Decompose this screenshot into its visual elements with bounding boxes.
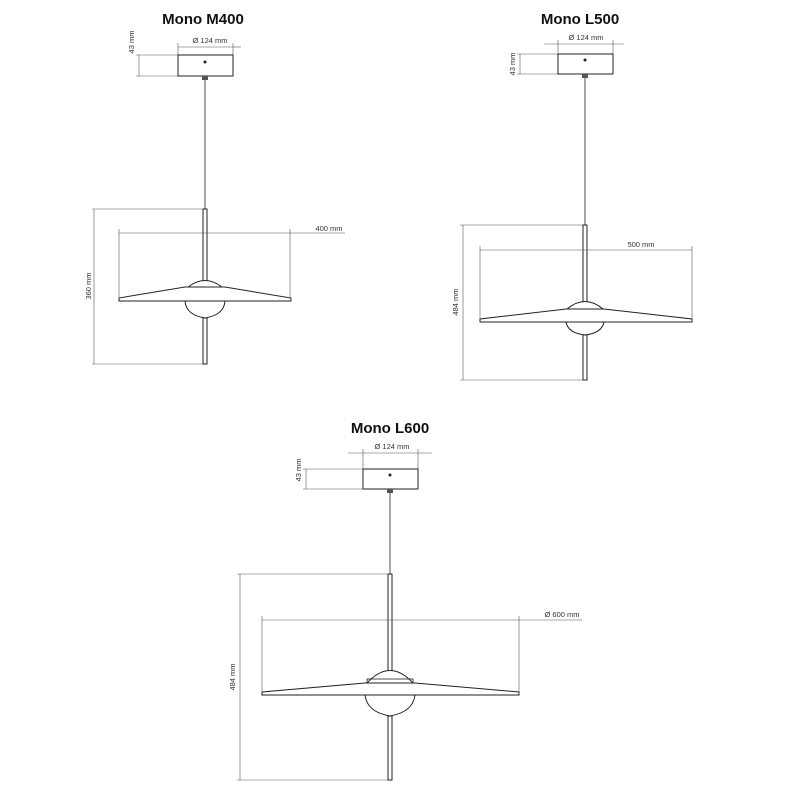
lower-rod	[387, 715, 393, 781]
canopy-diameter-label: Ø 124 mm	[192, 36, 227, 45]
shade-dome	[365, 670, 415, 684]
cable-grip	[582, 74, 588, 78]
lower-rod	[582, 334, 588, 381]
diffuser	[565, 321, 605, 336]
canopy-height-label: 43 mm	[127, 31, 136, 54]
lamp-title: Mono L600	[351, 420, 429, 437]
lamp-title: Mono M400	[162, 11, 244, 28]
shade-disc	[479, 308, 693, 323]
lamp-title: Mono L500	[541, 11, 619, 28]
cable-grip	[387, 489, 393, 493]
canopy-diameter-label: Ø 124 mm	[568, 33, 603, 42]
shade-disc	[118, 286, 292, 302]
canopy-screw	[583, 58, 587, 62]
shade-dome	[186, 280, 224, 288]
shade-disc	[261, 682, 520, 696]
canopy-screw	[203, 60, 207, 64]
total-height-label: 360 mm	[84, 272, 93, 299]
canopy	[177, 54, 234, 77]
canopy-height-label: 43 mm	[508, 53, 517, 76]
canopy	[362, 468, 419, 490]
shade-width-label: 500 mm	[627, 240, 654, 249]
diffuser	[184, 300, 226, 319]
cable-grip	[202, 76, 208, 80]
stem	[582, 224, 588, 303]
total-height-label: 484 mm	[228, 663, 237, 690]
canopy	[557, 53, 614, 75]
lamp-mono-m400: Mono M400 Ø 124 mm 43 mm 400 mm	[84, 11, 345, 365]
canopy-height-label: 43 mm	[294, 459, 303, 482]
lamp-mono-l500: Mono L500 Ø 124 mm 43 mm 500 mm 484 m	[451, 11, 693, 381]
stem	[202, 208, 208, 282]
diffuser	[364, 694, 416, 717]
lower-rod	[202, 317, 208, 365]
shade-dome	[565, 301, 605, 310]
stem	[387, 573, 393, 680]
total-height-label: 484 mm	[451, 288, 460, 315]
canopy-screw	[388, 473, 392, 477]
canopy-diameter-label: Ø 124 mm	[374, 442, 409, 451]
shade-width-label: Ø 600 mm	[544, 610, 579, 619]
lamp-mono-l600: Mono L600 Ø 124 mm 43 mm Ø 600 mm	[228, 420, 582, 781]
shade-width-label: 400 mm	[315, 224, 342, 233]
